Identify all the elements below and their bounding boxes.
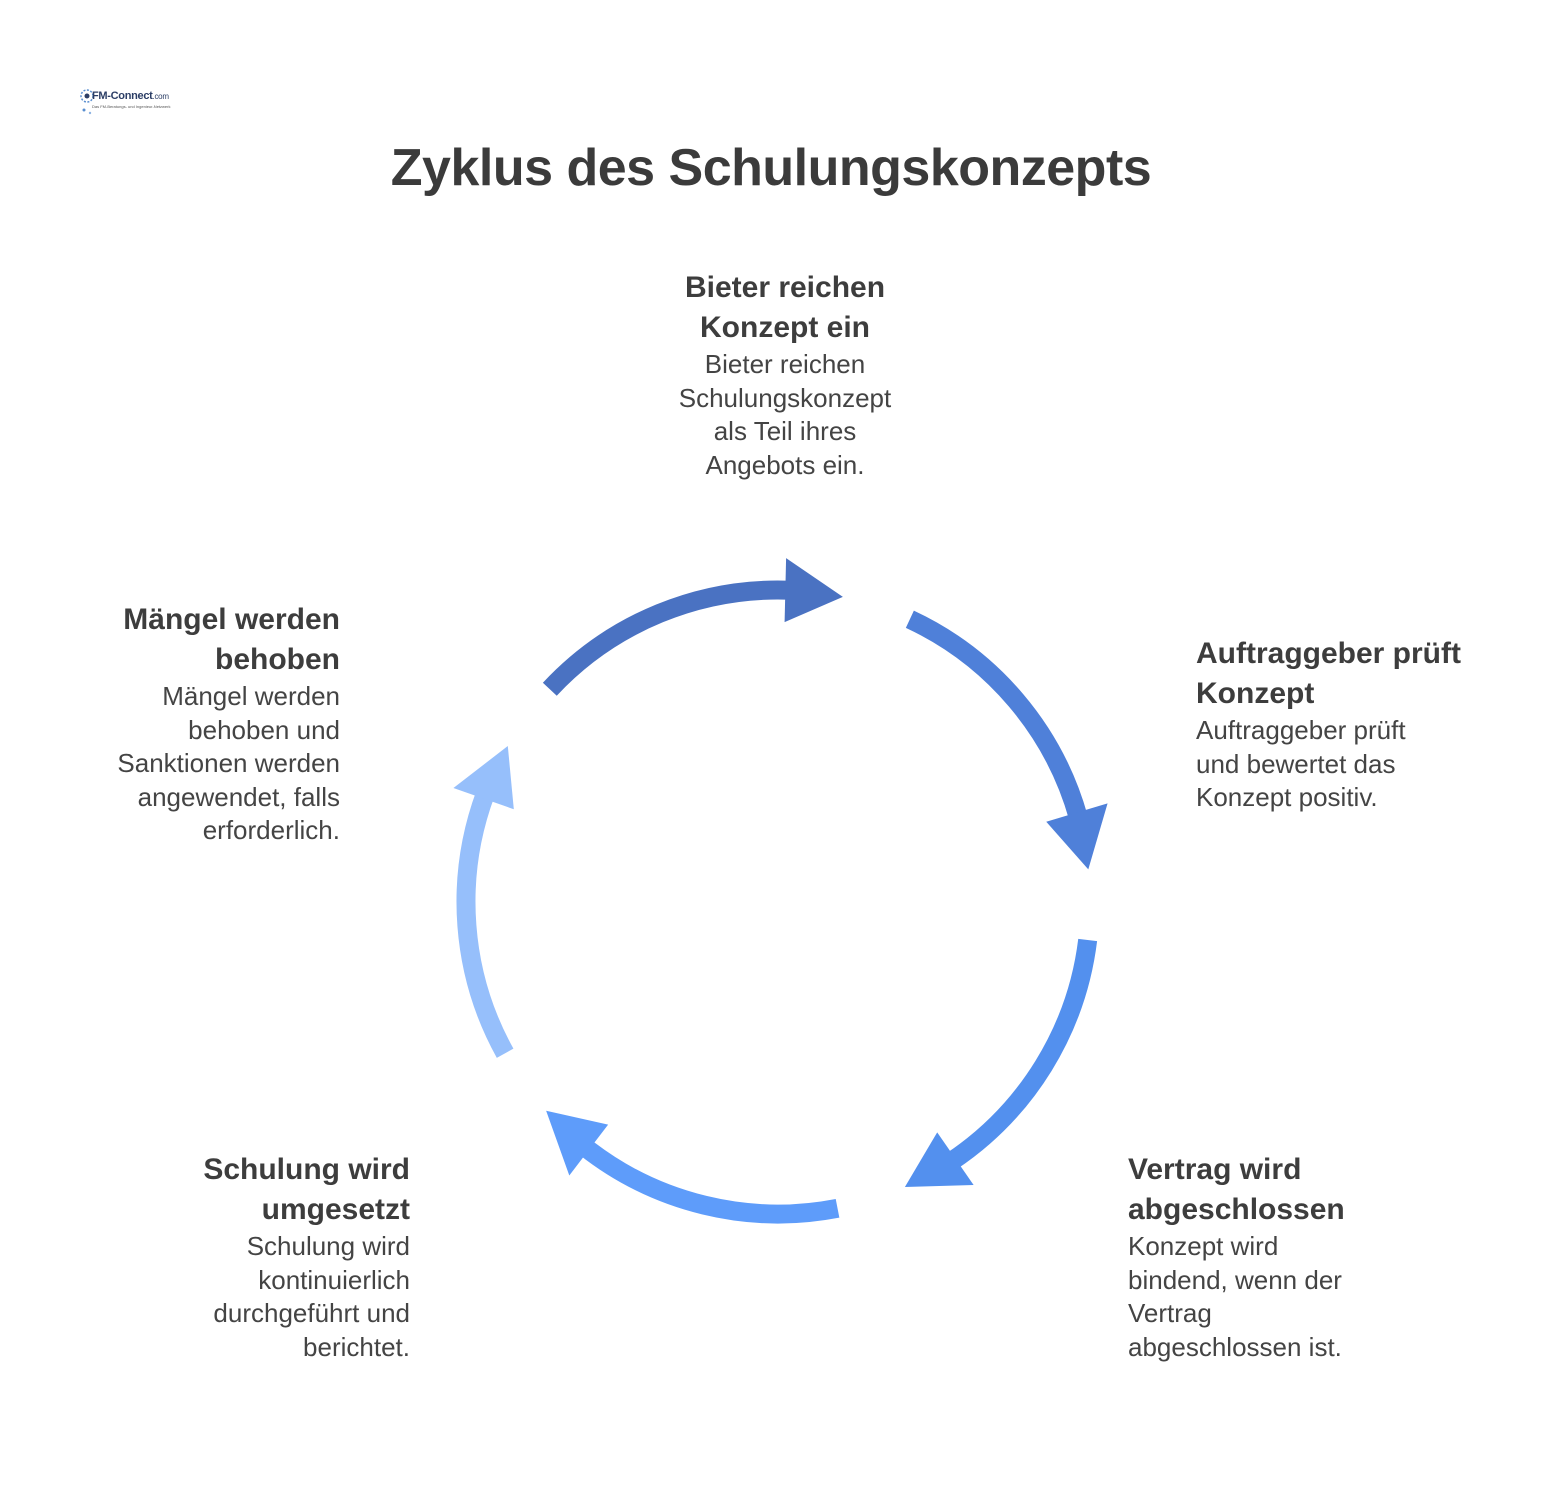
step-description-line: Konzept wird (1128, 1231, 1279, 1261)
cycle-arrow-shaft (542, 580, 792, 696)
cycle-arrowhead (546, 1110, 609, 1176)
step-submit-concept: Bieter reichen Konzept ein Bieter reiche… (640, 268, 930, 482)
step-defects-remedied: Mängel werden behoben Mängel werden beho… (40, 600, 340, 848)
step-description: Schulung wird kontinuierlich durchgeführ… (100, 1230, 410, 1364)
step-description-line: kontinuierlich (258, 1264, 410, 1295)
step-title-line: Konzept (1196, 677, 1315, 710)
step-description: Auftraggeber prüft und bewertet das Konz… (1196, 714, 1516, 815)
cycle-arrowhead (1046, 803, 1108, 870)
step-description-line: abgeschlossen ist. (1128, 1331, 1342, 1362)
cycle-arrow-shaft (945, 938, 1098, 1170)
cycle-arrow (453, 746, 514, 1058)
step-description-line: als Teil ihres (713, 416, 857, 446)
step-description-line: und bewertet das (1196, 748, 1396, 779)
cycle-arrowhead (904, 1132, 974, 1188)
cycle-arrowhead (784, 558, 843, 623)
step-title-line: umgesetzt (261, 1193, 410, 1226)
step-title-line: Mängel werden (123, 603, 340, 636)
step-title-line: Schulung wird (203, 1153, 410, 1186)
step-description-line: angewendet, falls (137, 781, 340, 812)
cycle-arrow (546, 1110, 840, 1224)
step-title: Schulung wird umgesetzt (100, 1150, 410, 1230)
step-title-line: behoben (215, 643, 340, 676)
step-description-line: Auftraggeber prüft (1196, 715, 1406, 745)
step-description-line: erforderlich. (202, 815, 340, 845)
step-title-line: Konzept ein (700, 311, 870, 344)
step-description: Bieter reichen Schulungskonzept als Teil… (640, 348, 930, 482)
step-description-line: Angebots ein. (705, 449, 865, 480)
step-description-line: Vertrag (1128, 1298, 1212, 1328)
step-review-concept: Auftraggeber prüft Konzept Auftraggeber … (1196, 634, 1516, 815)
cycle-arrow-shaft (456, 790, 514, 1058)
step-description-line: durchgeführt und (213, 1298, 410, 1328)
logo-emblem-icon (80, 89, 94, 115)
fm-connect-logo: FM-Connect.com Das FM-Beratungs- und Ing… (80, 84, 170, 118)
step-description-line: bindend, wenn der (1128, 1264, 1342, 1295)
step-training-implemented: Schulung wird umgesetzt Schulung wird ko… (100, 1150, 410, 1364)
step-description-line: Mängel werden (162, 681, 340, 711)
step-description: Mängel werden behoben und Sanktionen wer… (40, 680, 340, 848)
cycle-arrow-shaft (578, 1139, 840, 1224)
step-description-line: behoben und (188, 714, 340, 745)
step-description-line: Sanktionen werden (117, 748, 340, 778)
step-description-line: Konzept positiv. (1196, 782, 1378, 812)
cycle-arrow (905, 610, 1108, 870)
step-title-line: abgeschlossen (1128, 1193, 1345, 1226)
step-title: Mängel werden behoben (40, 600, 340, 680)
logo-wordmark: FM-Connect.com (92, 90, 169, 102)
step-title-line: Bieter reichen (684, 271, 886, 304)
page-title: Zyklus des Schulungskonzepts (390, 139, 1152, 197)
cycle-arrow-shaft (905, 610, 1088, 821)
step-title: Auftraggeber prüft Konzept (1196, 634, 1516, 714)
step-title-line: Vertrag wird (1128, 1153, 1302, 1186)
step-description-line: berichtet. (303, 1331, 410, 1362)
cycle-arrowhead (453, 746, 514, 810)
cycle-arrow (542, 558, 843, 696)
step-description-line: Bieter reichen (704, 349, 866, 379)
step-title: Vertrag wird abgeschlossen (1128, 1150, 1428, 1230)
step-title: Bieter reichen Konzept ein (640, 268, 930, 348)
cycle-arrow (904, 938, 1098, 1188)
logo-tagline: Das FM-Beratungs- und Ingenieur-Netzwerk (92, 104, 171, 109)
step-description-line: Schulung wird (246, 1231, 410, 1261)
step-description: Konzept wird bindend, wenn der Vertrag a… (1128, 1230, 1428, 1364)
step-contract-concluded: Vertrag wird abgeschlossen Konzept wird … (1128, 1150, 1428, 1364)
step-description-line: Schulungskonzept (678, 382, 892, 413)
step-title-line: Auftraggeber prüft (1196, 637, 1461, 670)
